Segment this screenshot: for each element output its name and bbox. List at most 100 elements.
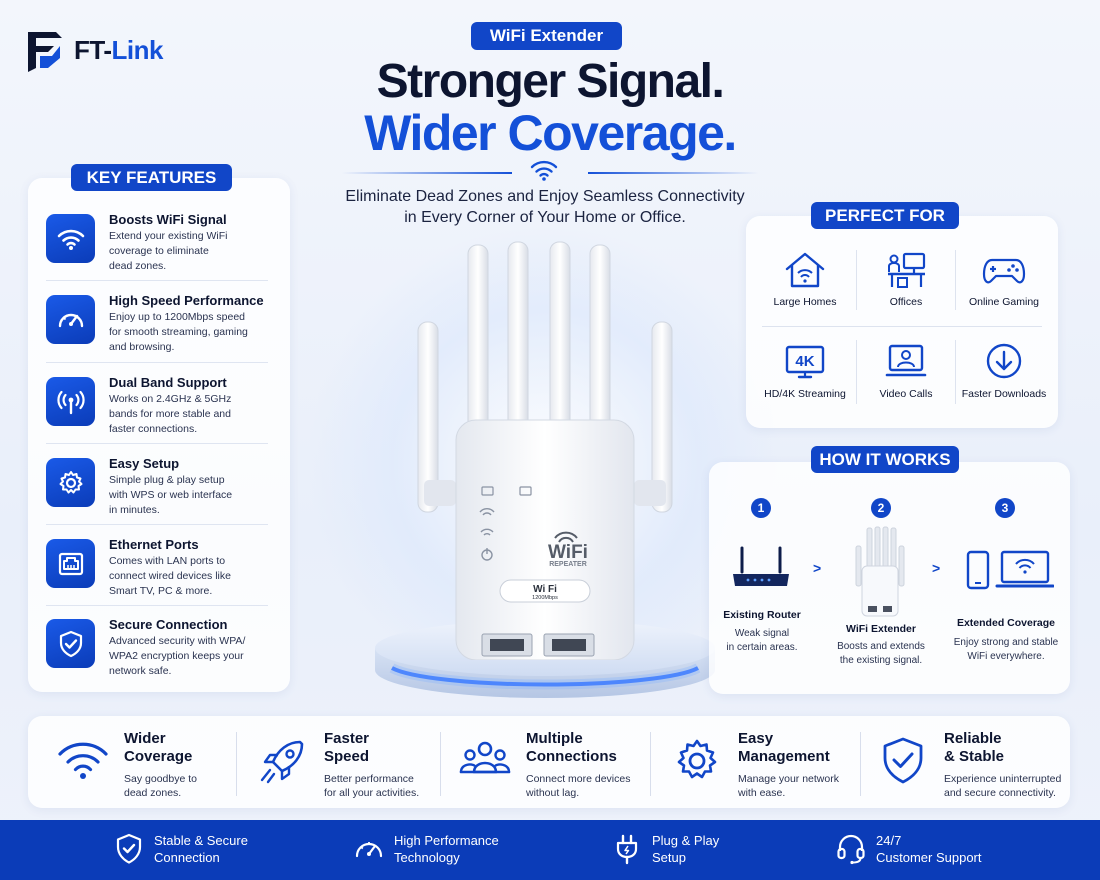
divider-left: [342, 172, 512, 174]
use-case-video-calls: Video Calls: [854, 342, 958, 400]
feature-title: Boosts WiFi Signal: [109, 212, 227, 227]
feature-title: Easy Setup: [109, 456, 180, 471]
feature-divider: [46, 443, 268, 444]
antenna-icon: [46, 377, 95, 426]
divider: [440, 732, 441, 796]
step-arrow-icon: >: [813, 560, 822, 576]
feature-secure-connection: Secure Connection Advanced security with…: [46, 617, 268, 679]
users-icon: [459, 741, 511, 774]
shield-check-icon: [46, 619, 95, 668]
step-title: WiFi Extender: [846, 623, 916, 635]
divider: [955, 340, 956, 404]
step-title: Existing Router: [723, 609, 801, 621]
feature-divider: [46, 280, 268, 281]
step-arrow-icon: >: [932, 560, 941, 576]
brand-name: FT-Link: [74, 34, 163, 65]
plug-icon: [616, 834, 638, 865]
ethernet-port-icon: [46, 539, 95, 588]
use-case-faster-downloads: Faster Downloads: [952, 342, 1056, 400]
divider: [856, 250, 857, 310]
footer-bar: [0, 820, 1100, 880]
feature-title: Secure Connection: [109, 617, 228, 632]
benefit-reliable-stable: Reliable& Stable Experience uninterrupte…: [876, 730, 1061, 800]
benefit-title: Reliable& Stable: [944, 730, 1005, 765]
divider: [860, 732, 861, 796]
product-category-badge: WiFi Extender: [471, 22, 622, 50]
rocket-icon: [260, 740, 304, 784]
feature-boosts-wifi: Boosts WiFi Signal Extend your existing …: [46, 212, 268, 274]
wifi-icon: [46, 214, 95, 263]
feature-divider: [46, 605, 268, 606]
devices-wifi-icon: [966, 550, 1054, 590]
tv-4k-icon: 4K: [785, 345, 825, 379]
wifi-icon: [530, 160, 558, 181]
video-call-icon: [885, 344, 927, 377]
download-icon: [986, 343, 1022, 379]
feature-dual-band: Dual Band Support Works on 2.4GHz & 5GHz…: [46, 375, 268, 437]
speedometer-icon: [355, 842, 383, 858]
divider: [762, 326, 1042, 327]
feature-divider: [46, 524, 268, 525]
brand-logo: FT-Link: [26, 28, 163, 72]
wifi-icon: [58, 742, 108, 779]
use-case-offices: Offices: [854, 250, 958, 308]
svg-text:4K: 4K: [795, 353, 814, 370]
perfect-for-card: [746, 216, 1058, 428]
product-badge-text: Wi Fi: [533, 584, 557, 595]
router-icon: [733, 546, 789, 586]
feature-desc: Advanced security with WPA/WPA2 encrypti…: [109, 635, 246, 677]
shield-check-icon: [883, 737, 923, 784]
use-case-large-homes: Large Homes: [753, 250, 857, 308]
speedometer-icon: [46, 295, 95, 344]
perfect-for-title: PERFECT FOR: [811, 202, 959, 229]
product-badge-speed: 1200Mbps: [532, 595, 558, 601]
divider: [856, 340, 857, 404]
headline-primary: Stronger Signal.: [376, 55, 725, 108]
divider-right: [588, 172, 758, 174]
divider: [955, 250, 956, 310]
office-desk-icon: [888, 252, 926, 288]
key-features-card: [28, 178, 290, 692]
divider: [236, 732, 237, 796]
shield-check-icon: [116, 833, 142, 864]
feature-divider: [46, 362, 268, 363]
feature-title: Ethernet Ports: [109, 537, 199, 552]
how-it-works-title: HOW IT WORKS: [811, 446, 959, 473]
product-brand-mark: WiFi: [548, 542, 588, 563]
step-number: 3: [995, 498, 1015, 518]
feature-title: High Speed Performance: [109, 293, 264, 308]
headline-secondary: Wider Coverage.: [364, 105, 737, 161]
use-case-online-gaming: Online Gaming: [952, 250, 1056, 308]
gear-icon: [46, 458, 95, 507]
product-brand-sub: REPEATER: [549, 561, 587, 568]
extender-icon: [855, 526, 905, 617]
feature-high-speed: High Speed Performance Enjoy up to 1200M…: [46, 293, 268, 355]
hero-subtitle: Eliminate Dead Zones and Enjoy Seamless …: [345, 188, 745, 226]
step-title: Extended Coverage: [956, 617, 1056, 629]
feature-title: Dual Band Support: [109, 375, 227, 390]
key-features-title: KEY FEATURES: [71, 164, 232, 191]
